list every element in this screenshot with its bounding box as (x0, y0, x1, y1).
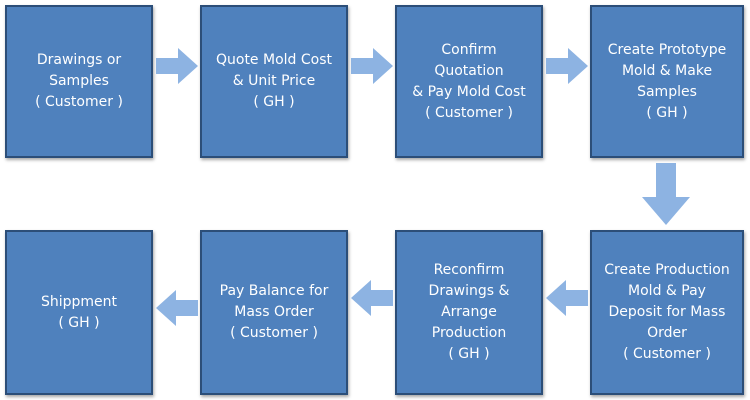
step-2-line-3: ( GH ) (253, 94, 295, 110)
step-4-line-4: ( GH ) (646, 104, 688, 121)
arrow-right-icon (546, 48, 588, 84)
step-1-line-3: ( Customer ) (35, 94, 123, 110)
arrow-down-4-to-5 (642, 163, 690, 225)
arrow-right-2-to-3 (351, 48, 393, 84)
step-1-line-2: Samples (49, 73, 109, 89)
step-6-line-3: Arrange (441, 304, 497, 320)
step-7-pay-balance: Pay Balance for Mass Order ( Customer ) (200, 230, 348, 395)
step-8-shippment: Shippment ( GH ) (5, 230, 153, 395)
step-6-reconfirm-drawings: Reconfirm Drawings & Arrange Production … (395, 230, 543, 395)
step-3-line-3: & Pay Mold Cost (412, 83, 526, 100)
step-7-line-2: Mass Order (234, 304, 314, 320)
arrow-right-icon (351, 48, 393, 84)
step-4-line-2: Mold & Make (621, 62, 713, 79)
step-2-quote-mold-cost: Quote Mold Cost & Unit Price ( GH ) (200, 5, 348, 158)
step-6-line-2: Drawings & (428, 283, 510, 299)
arrow-right-1-to-2 (156, 48, 198, 84)
arrow-left-6-to-7 (351, 280, 393, 316)
arrow-right-3-to-4 (546, 48, 588, 84)
step-3-line-2: Quotation (434, 62, 504, 79)
step-7-line-3: ( Customer ) (230, 325, 318, 341)
step-8-line-2: ( GH ) (58, 314, 100, 331)
step-2-line-2: & Unit Price (232, 73, 316, 89)
step-4-line-3: Samples (637, 83, 697, 100)
step-5-line-1: Create Production (604, 262, 730, 278)
step-3-confirm-quotation: Confirm Quotation & Pay Mold Cost ( Cust… (395, 5, 543, 158)
arrow-left-icon (156, 290, 198, 326)
arrow-down-icon (642, 163, 690, 225)
step-1-drawings-or-samples: Drawings or Samples ( Customer ) (5, 5, 153, 158)
step-4-create-prototype-mold: Create Prototype Mold & Make Samples ( G… (590, 5, 744, 158)
arrow-left-icon (351, 280, 393, 316)
step-3-line-1: Confirm (441, 41, 497, 58)
step-4-line-1: Create Prototype (607, 41, 727, 58)
step-6-line-5: ( GH ) (448, 346, 490, 362)
step-7-line-1: Pay Balance for (219, 283, 329, 299)
step-6-line-1: Reconfirm (433, 262, 505, 278)
step-5-line-3: Deposit for Mass (608, 304, 726, 320)
step-6-line-4: Production (431, 325, 507, 341)
arrow-left-5-to-6 (546, 280, 588, 316)
arrow-left-icon (546, 280, 588, 316)
arrow-left-7-to-8 (156, 290, 198, 326)
step-1-line-1: Drawings or (36, 52, 122, 68)
step-2-line-1: Quote Mold Cost (215, 52, 332, 68)
step-8-line-1: Shippment (40, 293, 118, 310)
step-5-create-production-mold: Create Production Mold & Pay Deposit for… (590, 230, 744, 395)
arrow-right-icon (156, 48, 198, 84)
step-5-line-2: Mold & Pay (628, 283, 706, 299)
step-5-line-4: Order (647, 325, 687, 341)
step-5-line-5: ( Customer ) (623, 346, 711, 362)
step-3-line-4: ( Customer ) (425, 104, 513, 121)
